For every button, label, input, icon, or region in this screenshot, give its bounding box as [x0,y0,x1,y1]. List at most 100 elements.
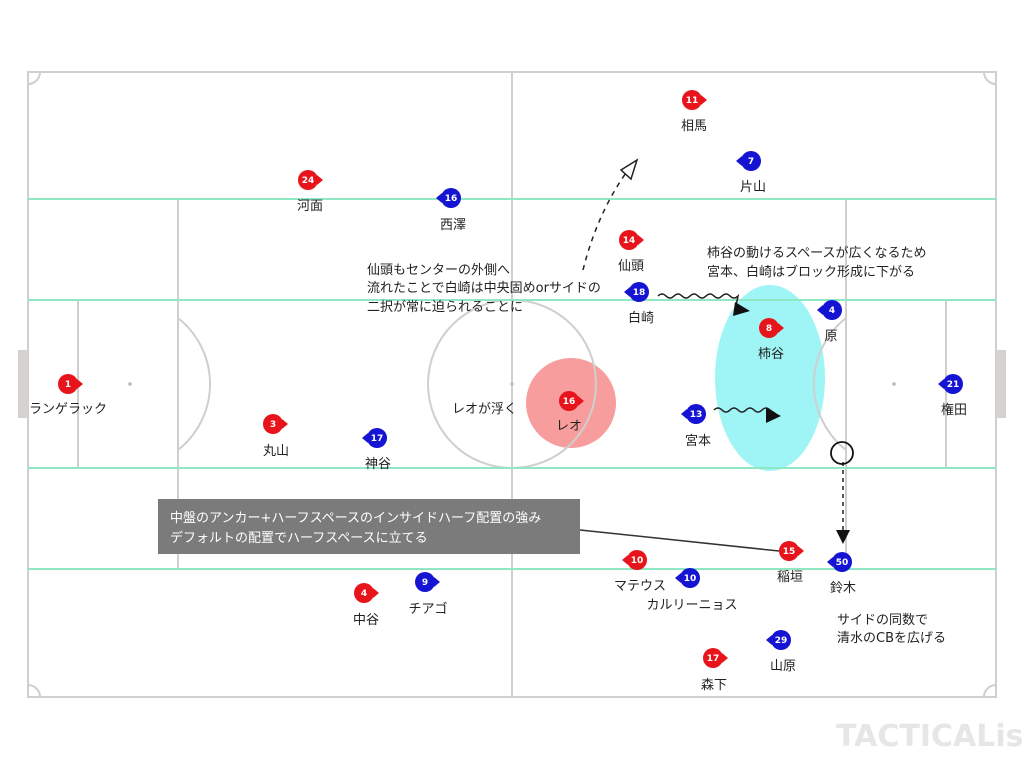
player-number: 14 [623,236,636,246]
penalty-spot-right [892,382,896,386]
player-number: 29 [775,636,788,646]
arrowhead-icon [733,302,750,316]
player-token-blue[interactable]: 9 チアゴ [408,572,448,617]
facing-arrow-icon [701,95,707,105]
player-token-red[interactable]: 8 柿谷 [758,318,784,362]
player-name: 稲垣 [777,570,803,585]
note-sento-line: 仙頭もセンターの外側へ [367,263,510,278]
kakitani-space-zone [715,285,825,471]
facing-arrow-icon [578,396,584,406]
note-kakitani-line: 柿谷の動けるスペースが広くなるため [707,245,926,261]
player-name: ランゲラック [29,402,107,417]
goal-right [996,350,1006,418]
facing-arrow-icon [675,573,681,583]
player-number: 16 [563,397,576,407]
player-dot [741,151,761,171]
player-name: 宮本 [685,433,711,449]
facing-arrow-icon [436,193,442,203]
player-number: 7 [748,157,754,167]
annotation-box-line: 中盤のアンカー+ハーフスペースのインサイドハーフ配置の強み [170,511,541,526]
player-name: 権田 [941,402,967,418]
player-token-blue[interactable]: 21 権田 [938,374,967,418]
hollow-arrowhead-icon [619,158,639,181]
player-token-red[interactable]: 3 丸山 [263,414,289,459]
player-name: チアゴ [408,601,447,617]
player-token-red[interactable]: 15 稲垣 [777,541,804,585]
facing-arrow-icon [282,419,288,429]
player-number: 4 [361,589,367,599]
player-dot [771,630,791,650]
arrowhead-icon [766,408,781,423]
goal-left [18,350,28,418]
penalty-spot-left [128,382,132,386]
player-name: 仙頭 [618,259,644,274]
player-number: 21 [947,380,960,390]
player-dot [703,648,723,668]
player-number: 15 [783,547,796,557]
player-token-blue[interactable]: 50 鈴木 [827,552,856,596]
player-name: 相馬 [681,119,707,134]
facing-arrow-icon [798,546,804,556]
player-token-red[interactable]: 17 森下 [701,648,728,693]
player-number: 10 [684,574,697,584]
player-name: 西澤 [440,218,466,233]
player-name: 柿谷 [758,346,784,362]
facing-arrow-icon [638,235,644,245]
player-number: 50 [836,558,849,568]
player-dot [627,550,647,570]
player-token-blue[interactable]: 16 西澤 [436,188,466,233]
facing-arrow-icon [77,379,83,389]
player-dot [441,188,461,208]
player-number: 17 [707,654,720,664]
player-dot [58,374,78,394]
player-token-blue[interactable]: 7片山 [736,151,766,195]
facing-arrow-icon [722,653,728,663]
player-name: 白崎 [628,310,654,326]
player-dot [367,428,387,448]
player-name: 丸山 [263,444,289,459]
center-spot [510,382,514,386]
facing-arrow-icon [362,433,368,443]
player-name: 神谷 [365,457,391,472]
player-token-red[interactable]: 14 仙頭 [618,230,644,274]
player-number: 16 [445,194,458,204]
player-name: 中谷 [353,613,379,628]
annotation-box-line: デフォルトの配置でハーフスペースに立てる [170,530,428,546]
facing-arrow-icon [766,635,772,645]
facing-arrow-icon [373,588,379,598]
player-number: 3 [270,420,276,430]
player-dot [354,583,374,603]
player-name: 鈴木 [830,581,856,596]
miyamoto-wavy-arrow [713,407,777,415]
facing-arrow-icon [736,156,742,166]
player-dot [686,404,706,424]
facing-arrow-icon [827,557,833,567]
player-dot [943,374,963,394]
player-token-blue[interactable]: 4原 [817,300,842,344]
player-dot [559,391,579,411]
player-name: 森下 [701,678,727,693]
facing-arrow-icon [938,379,944,389]
player-dot [822,300,842,320]
facing-arrow-icon [434,577,440,587]
facing-arrow-icon [681,409,687,419]
player-number: 8 [766,324,772,334]
note-kakitani-line: 宮本、白崎はブロック形成に下がる [707,264,915,280]
annotation-box [158,499,580,554]
player-number: 9 [422,578,428,588]
player-name: 原 [824,329,837,344]
player-token-red[interactable]: 4 中谷 [353,583,379,628]
arrowhead-icon [836,530,850,544]
